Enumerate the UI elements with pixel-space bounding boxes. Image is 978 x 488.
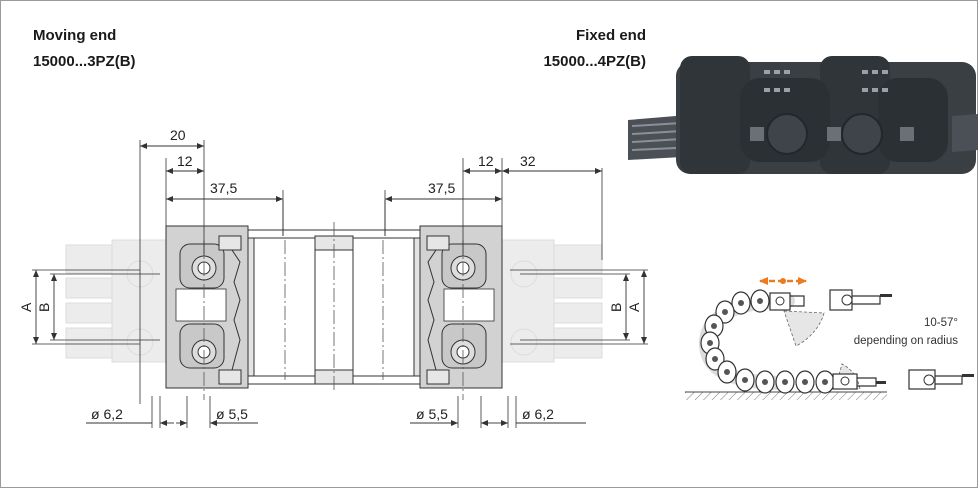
bending-diagram: 10-57° depending on radius bbox=[685, 277, 974, 400]
angle-range-label: 10-57° bbox=[924, 317, 958, 329]
dim-20: 20 bbox=[170, 127, 186, 143]
moving-end-title: Moving end bbox=[33, 27, 117, 44]
dim-phi-6-2-left: ø 6,2 bbox=[91, 406, 123, 422]
ghost-chain-left bbox=[65, 239, 167, 363]
dim-12-right: 12 bbox=[478, 153, 494, 169]
dimension-lines bbox=[33, 143, 647, 426]
dim-phi-5-5-left: ø 5,5 bbox=[216, 406, 248, 422]
dim-37-5-right: 37,5 bbox=[428, 180, 455, 196]
moving-end-header: Moving end 15000...3PZ(B) bbox=[33, 27, 136, 79]
dim-label-a-left: A bbox=[18, 302, 34, 312]
angle-range-note: depending on radius bbox=[854, 335, 958, 347]
extension-lines bbox=[32, 140, 648, 428]
fixed-end-part-number: 15000...4PZ(B) bbox=[543, 53, 646, 70]
dim-37-5-left: 37,5 bbox=[210, 180, 237, 196]
dim-12-left: 12 bbox=[177, 153, 193, 169]
dim-phi-6-2-right: ø 6,2 bbox=[522, 406, 554, 422]
moving-end-part-number: 15000...3PZ(B) bbox=[33, 53, 136, 70]
movement-arrow bbox=[759, 277, 807, 285]
dim-phi-5-5-right: ø 5,5 bbox=[416, 406, 448, 422]
product-photo bbox=[628, 56, 978, 174]
centre-lines bbox=[203, 222, 464, 400]
dimension-labels: 20 12 37,5 37,5 12 32 ø 6,2 ø 5,5 ø 5,5 … bbox=[18, 127, 642, 422]
dim-label-a-right: A bbox=[626, 302, 642, 312]
dim-label-b-right: B bbox=[608, 303, 624, 312]
ghost-chain-right bbox=[501, 239, 603, 363]
moving-end-bracket bbox=[165, 225, 249, 389]
fixed-end-bracket bbox=[419, 225, 503, 389]
fixed-end-title: Fixed end bbox=[575, 27, 646, 44]
dim-label-b-left: B bbox=[36, 303, 52, 312]
dim-32: 32 bbox=[520, 153, 536, 169]
fixed-end-header: Fixed end 15000...4PZ(B) bbox=[543, 27, 646, 79]
